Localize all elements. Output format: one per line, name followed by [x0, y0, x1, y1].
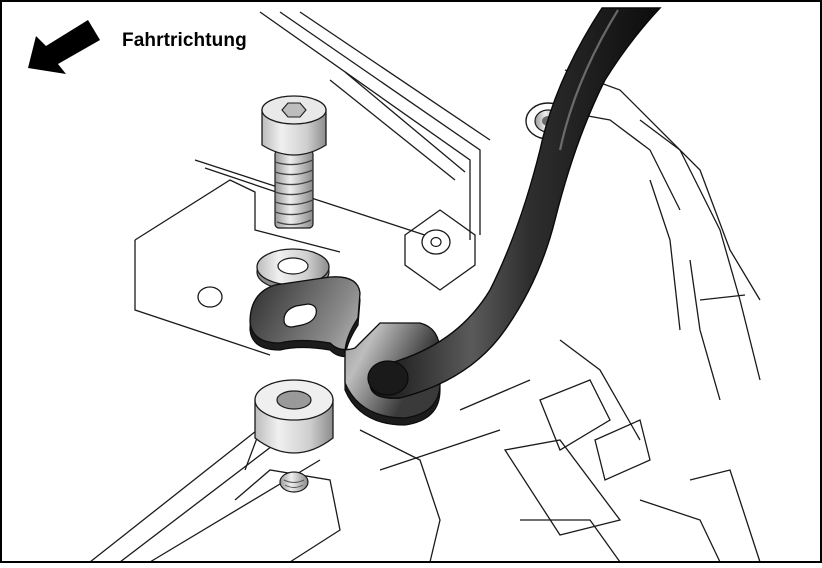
plate-hole [197, 286, 223, 308]
cable-icon [367, 7, 662, 399]
threaded-hole-icon [279, 471, 309, 493]
direction-arrow-icon [28, 20, 100, 74]
mounting-hole-upper [421, 229, 451, 255]
spacer-sleeve-icon [254, 379, 334, 454]
direction-label: Fahrtrichtung [122, 30, 247, 51]
housing-linework [89, 11, 761, 563]
socket-head-screw-icon [261, 95, 327, 229]
